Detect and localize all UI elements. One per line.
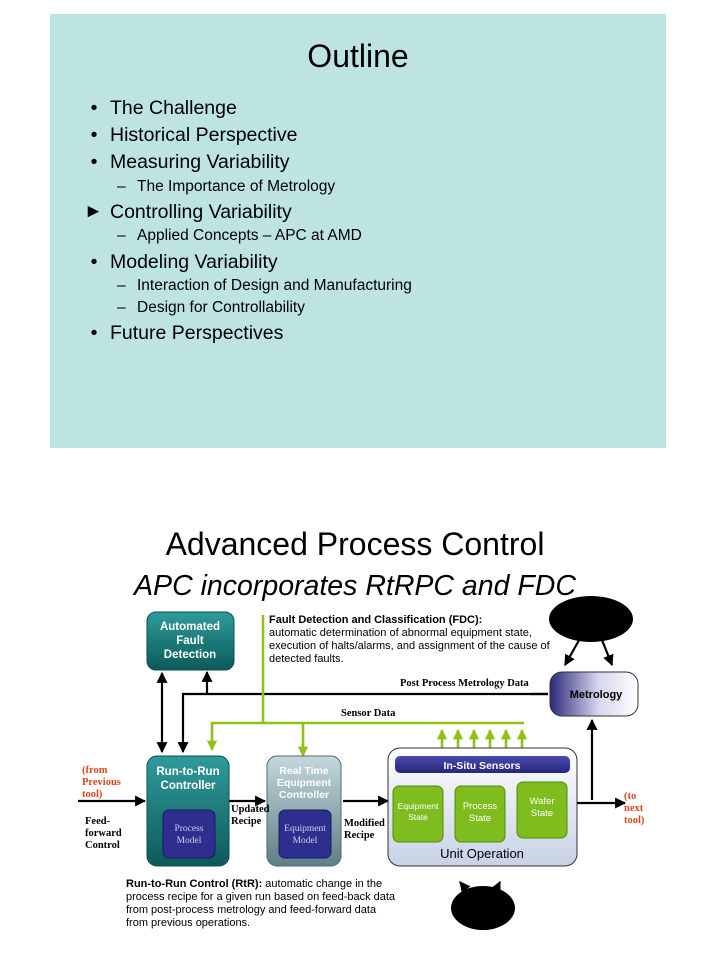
outline-item-label: Future Perspectives xyxy=(110,322,284,344)
outline-subitem-label: The Importance of Metrology xyxy=(137,178,336,195)
afd-label-2: Fault xyxy=(176,635,204,647)
dash-marker: – xyxy=(117,178,126,195)
equipment-state-box xyxy=(392,785,444,843)
fdc-note-body: automatic determination of abnormal equi… xyxy=(269,627,550,665)
outline-item-current: ► Controlling Variability xyxy=(84,201,292,224)
updated-recipe-line: Recipe xyxy=(231,816,262,827)
to-next-line: next xyxy=(624,803,644,814)
outline-item-label: Measuring Variability xyxy=(110,151,290,173)
bottom-black-ellipse xyxy=(451,886,515,930)
unit-operation-label: Unit Operation xyxy=(440,846,524,861)
bullet-marker: • xyxy=(90,124,98,146)
from-previous-line: tool) xyxy=(82,789,103,800)
outline-item-label: Historical Perspective xyxy=(110,124,298,146)
modified-recipe-label: Modified Recipe xyxy=(344,818,385,842)
to-next-line: (to xyxy=(624,791,637,802)
wafer-state-box xyxy=(516,781,568,839)
updated-recipe-line: Updated xyxy=(231,804,270,815)
sensor-data-label: Sensor Data xyxy=(341,708,396,719)
unit-operation-box: In-Situ Sensors Equipment State Process … xyxy=(387,747,578,867)
outline-subitem-label: Applied Concepts – APC at AMD xyxy=(137,227,362,244)
fdc-note-heading: Fault Detection and Classification (FDC)… xyxy=(269,614,483,626)
current-arrow-icon: ► xyxy=(84,201,103,222)
outline-subitem-label: Design for Controllability xyxy=(137,299,305,316)
outline-subitem: – Applied Concepts – APC at AMD xyxy=(117,227,362,245)
in-situ-sensors-bar xyxy=(395,756,570,773)
equipment-model-box xyxy=(278,809,332,859)
from-previous-tool-label: (from Previous tool) xyxy=(82,765,121,801)
outline-subitem: – The Importance of Metrology xyxy=(117,178,336,196)
from-previous-line: Previous xyxy=(82,777,121,788)
wafer-state-label-1: Wafer xyxy=(530,796,555,807)
post-process-metrology-label: Post Process Metrology Data xyxy=(400,678,529,689)
feed-forward-line: Feed- xyxy=(85,816,111,827)
rtec-label-2: Equipment xyxy=(277,777,332,789)
afd-label-1: Automated xyxy=(160,621,220,633)
outline-item: • Historical Perspective xyxy=(91,124,298,147)
modified-recipe-line: Recipe xyxy=(344,830,375,841)
bullet-marker: • xyxy=(90,251,98,273)
rtr-note-heading: Run-to-Run Control (RtR): xyxy=(126,878,263,890)
process-model-label-1: Process xyxy=(174,824,203,834)
dash-marker: – xyxy=(117,227,126,244)
process-model-label-2: Model xyxy=(177,836,202,846)
rtr-label-2: Controller xyxy=(161,780,216,792)
outline-list: • The Challenge • Historical Perspective… xyxy=(50,14,666,448)
process-model-box xyxy=(162,809,216,859)
rtr-note: Run-to-Run Control (RtR): automatic chan… xyxy=(126,878,396,930)
process-state-label-2: State xyxy=(469,813,491,824)
afd-label-3: Detection xyxy=(164,649,216,661)
wafer-state-label-2: State xyxy=(531,808,553,819)
feed-forward-line: Control xyxy=(85,840,120,851)
metrology-label: Metrology xyxy=(570,689,623,701)
outline-item: • Future Perspectives xyxy=(91,322,284,345)
dash-marker: – xyxy=(117,277,126,294)
automated-fault-detection-box: Automated Fault Detection xyxy=(146,611,235,671)
apc-diagram: Automated Fault Detection Run-to-Run Con… xyxy=(78,596,639,930)
process-state-label-1: Process xyxy=(463,801,498,812)
process-state-box xyxy=(454,785,506,843)
black-connectors xyxy=(78,634,627,903)
fdc-note: Fault Detection and Classification (FDC)… xyxy=(269,614,559,666)
outline-item: • The Challenge xyxy=(91,97,237,120)
outline-subitem: – Design for Controllability xyxy=(117,299,305,317)
feed-forward-line: forward xyxy=(85,828,122,839)
equipment-model-label-2: Model xyxy=(293,836,318,846)
to-next-tool-label: (to next tool) xyxy=(624,791,644,827)
modified-recipe-line: Modified xyxy=(344,818,385,829)
outline-subitem-label: Interaction of Design and Manufacturing xyxy=(137,277,412,294)
real-time-equipment-controller-box: Real Time Equipment Controller Equipment… xyxy=(266,755,342,867)
outline-item: • Measuring Variability xyxy=(91,151,290,174)
outline-title: Outline xyxy=(307,38,409,74)
outline-item-label: Controlling Variability xyxy=(110,201,292,223)
bullet-marker: • xyxy=(90,97,98,119)
to-next-line: tool) xyxy=(624,815,645,826)
apc-title: Advanced Process Control xyxy=(165,526,545,562)
bullet-marker: • xyxy=(90,151,98,173)
outline-item-label: The Challenge xyxy=(110,97,237,119)
equipment-state-label-2: State xyxy=(408,812,428,822)
rtr-label-1: Run-to-Run xyxy=(156,766,219,778)
bullet-marker: • xyxy=(90,322,98,344)
outline-item: • Modeling Variability xyxy=(91,251,278,274)
equipment-model-label-1: Equipment xyxy=(284,824,326,834)
from-previous-line: (from xyxy=(82,765,108,776)
apc-subtitle: APC incorporates RtRPC and FDC xyxy=(134,570,576,602)
outline-item-label: Modeling Variability xyxy=(110,251,278,273)
feed-forward-control-label: Feed- forward Control xyxy=(85,816,122,852)
rtec-label-3: Controller xyxy=(279,789,329,801)
run-to-run-controller-box: Run-to-Run Controller Process Model xyxy=(146,755,230,867)
apc-slide: Advanced Process Control APC incorporate… xyxy=(0,520,710,960)
metrology-box: Metrology xyxy=(549,671,639,717)
outline-slide: Outline • The Challenge • Historical Per… xyxy=(50,14,666,448)
equipment-state-label-1: Equipment xyxy=(398,801,439,811)
top-black-ellipse xyxy=(549,596,633,642)
rtr-note-body: automatic change in the process recipe f… xyxy=(126,878,396,929)
rtec-label-1: Real Time xyxy=(279,765,329,777)
in-situ-sensors-label: In-Situ Sensors xyxy=(443,760,520,772)
outline-subitem: – Interaction of Design and Manufacturin… xyxy=(117,277,412,295)
dash-marker: – xyxy=(117,299,126,316)
updated-recipe-label: Updated Recipe xyxy=(231,804,270,828)
